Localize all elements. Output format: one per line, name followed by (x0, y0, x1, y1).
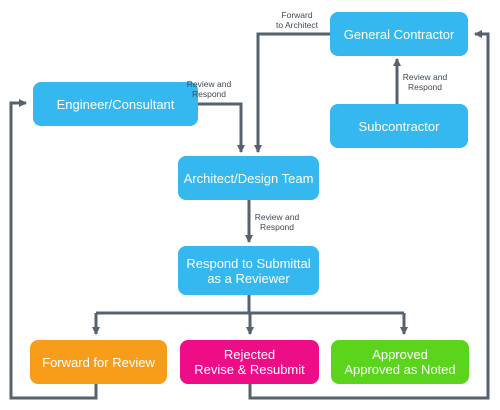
edge-label-subcontractor-review-line2: Respond (407, 82, 443, 92)
engineer-consultant-label: Engineer/Consultant (56, 96, 175, 112)
edge-engineer-to-architect (198, 102, 245, 153)
edge-label-architect-review: Review and Respond (242, 212, 312, 232)
edge-label-forward-to-architect-line1: Forward (281, 10, 313, 20)
edge-label-engineer-review-line2: Respond (191, 89, 227, 99)
forward-for-review-label: Forward for Review (42, 354, 155, 370)
approved-node: Approved Approved as Noted (331, 340, 469, 384)
forward-for-review-node: Forward for Review (30, 340, 167, 384)
edge-label-architect-review-line1: Review and (254, 212, 300, 222)
rejected-line1: Rejected (223, 347, 276, 362)
respond-to-submittal-node: Respond to Submittal as a Reviewer (178, 246, 319, 295)
general-contractor-label: General Contractor (343, 26, 455, 42)
engineer-consultant-node: Engineer/Consultant (33, 82, 198, 126)
edge-label-engineer-review: Review and Respond (174, 79, 244, 99)
respond-to-submittal-line1: Respond to Submittal (186, 255, 311, 271)
edge-label-subcontractor-review-line1: Review and (402, 72, 448, 82)
edge-forward-loop (9, 99, 98, 400)
approved-line2: Approved as Noted (344, 362, 456, 377)
architect-design-team-node: Architect/Design Team (178, 156, 319, 200)
edge-label-forward-to-architect-line2: to Architect (275, 20, 319, 30)
edge-rejected-loop (248, 30, 490, 400)
subcontractor-label: Subcontractor (358, 118, 440, 134)
architect-design-team-label: Architect/Design Team (183, 170, 314, 186)
respond-to-submittal-line2: as a Reviewer (207, 270, 290, 286)
subcontractor-node: Subcontractor (330, 104, 468, 148)
rejected-line2: Revise & Resubmit (194, 362, 305, 377)
edge-label-forward-to-architect: Forward to Architect (262, 10, 332, 30)
general-contractor-node: General Contractor (330, 12, 468, 56)
edge-gc-to-architect (254, 32, 330, 153)
edge-label-engineer-review-line1: Review and (186, 79, 232, 89)
edge-respond-split (96, 295, 404, 315)
edge-label-architect-review-line2: Respond (259, 222, 295, 232)
rejected-node: Rejected Revise & Resubmit (180, 340, 319, 384)
edge-label-subcontractor-review: Review and Respond (390, 72, 460, 92)
approved-line1: Approved (372, 347, 428, 362)
